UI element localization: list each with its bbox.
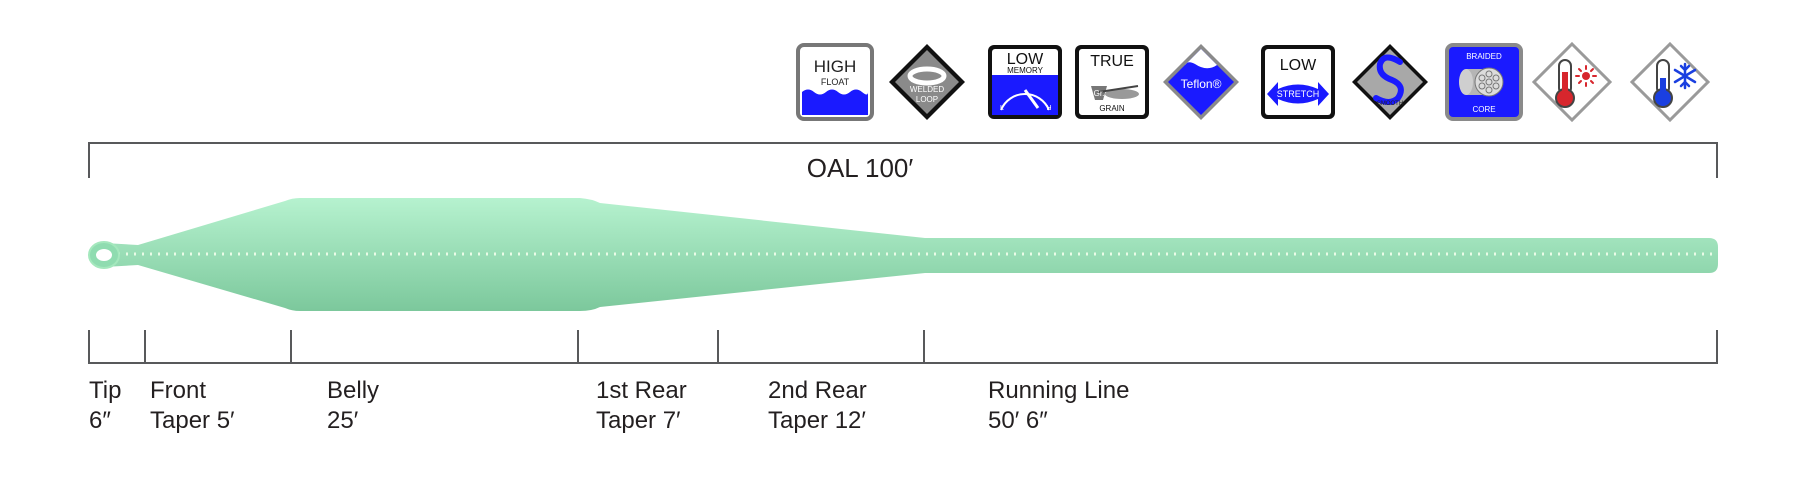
segment-label-2nd-rear-taper: 2nd Rear Taper 12′ [768, 376, 867, 436]
braided-core-icon: BRAIDED CORE [1444, 42, 1524, 122]
low-memory-icon: LOW MEMORY L H [985, 42, 1065, 122]
overall-length-label: OAL 100′ [806, 153, 914, 183]
segment-label-belly: Belly 25′ [327, 376, 379, 436]
segment-length: Taper 7′ [596, 407, 681, 434]
welded-loop-word-1: WELDED [910, 85, 944, 94]
segment-label-front-taper: Front Taper 5′ [150, 376, 235, 436]
cold-water-icon [1630, 42, 1710, 122]
segment-label-1st-rear-taper: 1st Rear Taper 7′ [596, 376, 687, 436]
smooth-word: SMOOTH [1377, 101, 1403, 107]
high-float-word-2: FLOAT [821, 77, 850, 87]
segment-length: 25′ [327, 407, 359, 434]
low-memory-low-mark: L [1000, 105, 1004, 112]
low-memory-high-mark: H [1046, 105, 1051, 112]
smooth-icon: SMOOTH [1350, 42, 1430, 122]
segment-name: Running Line [988, 377, 1130, 404]
true-grain-icon: TRUE Gr. GRAIN [1072, 42, 1152, 122]
high-float-word-1: HIGH [814, 57, 857, 76]
segment-brackets [88, 330, 1718, 364]
teflon-icon: Teflon® [1161, 42, 1241, 122]
braided-core-word-2: CORE [1472, 105, 1495, 114]
low-stretch-word-1: LOW [1280, 57, 1317, 74]
segment-length: 50′ 6″ [988, 407, 1048, 434]
segment-name: Belly [327, 377, 380, 404]
segment-length: Taper 5′ [150, 407, 235, 434]
braided-core-word-1: BRAIDED [1466, 52, 1502, 61]
segment-label-running-line: Running Line 50′ 6″ [988, 376, 1129, 436]
oal-bracket [88, 142, 1718, 178]
segment-name: 1st Rear [596, 377, 687, 404]
low-memory-word-1: LOW [1007, 51, 1044, 68]
high-float-icon: HIGH FLOAT [795, 42, 875, 122]
segment-length: Taper 12′ [768, 407, 866, 434]
segment-name: 2nd Rear [768, 377, 867, 404]
true-grain-weight-mark: Gr. [1094, 89, 1105, 98]
segment-label-tip: Tip 6″ [89, 376, 121, 436]
low-memory-word-2: MEMORY [1007, 66, 1044, 75]
segment-name: Front [150, 377, 207, 404]
true-grain-word-2: GRAIN [1099, 104, 1125, 113]
segment-length: 6″ [89, 407, 111, 434]
low-stretch-word-2: STRETCH [1277, 89, 1320, 99]
welded-loop-icon: WELDED LOOP [887, 42, 967, 122]
teflon-word: Teflon® [1181, 77, 1222, 91]
true-grain-word-1: TRUE [1090, 53, 1134, 70]
welded-loop-word-2: LOOP [916, 95, 938, 104]
low-stretch-icon: LOW STRETCH [1258, 42, 1338, 122]
warm-water-icon [1532, 42, 1612, 122]
segment-name: Tip [89, 377, 122, 404]
welded-loop-hole [96, 249, 112, 261]
